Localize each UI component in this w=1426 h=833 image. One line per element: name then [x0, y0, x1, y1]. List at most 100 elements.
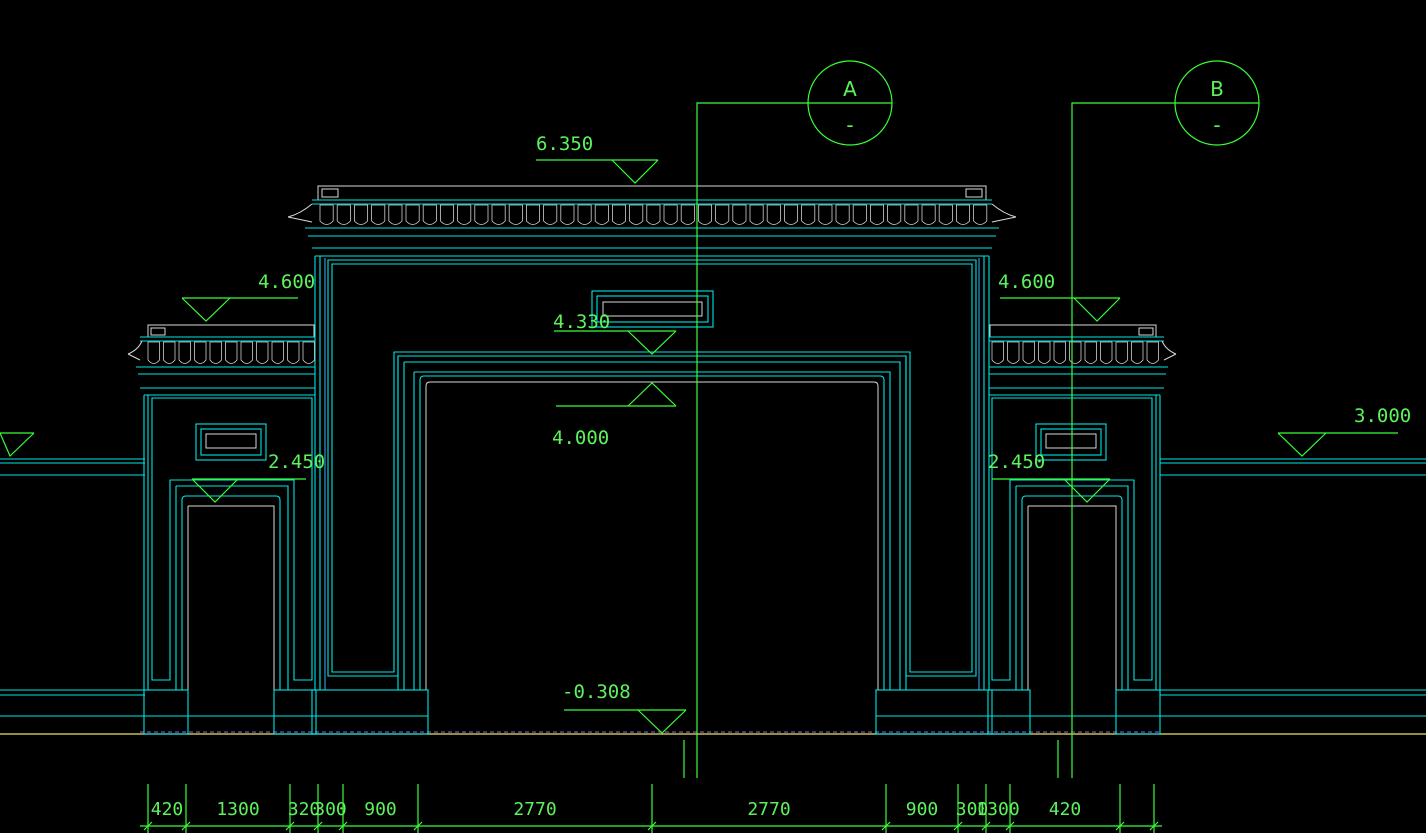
section-marker-a: A - — [683, 60, 893, 778]
dimension-slash — [1149, 821, 1159, 831]
right-side-gate — [987, 324, 1177, 735]
elevation-mark-3000: 3.000 — [1277, 405, 1411, 457]
dimension-slash — [181, 821, 191, 831]
dimension-slash — [1005, 821, 1015, 831]
left-roof-tiles — [147, 341, 315, 364]
roof-tile — [594, 204, 609, 225]
roof-tile — [1022, 341, 1035, 364]
roof-tile — [835, 204, 850, 225]
roof-tile — [801, 204, 816, 225]
dimension-label: 420 — [1049, 799, 1082, 820]
elevation-mark-6350: 6.350 — [536, 133, 659, 184]
roof-tile — [921, 204, 936, 225]
section-a-letter: A — [843, 77, 857, 101]
left-side-gate — [127, 324, 317, 735]
dimension-label: 1300 — [976, 799, 1019, 820]
roof-tile — [887, 204, 902, 225]
roof-tile — [388, 204, 403, 225]
dimension-slash — [413, 821, 423, 831]
dimension-label: 320 — [288, 799, 321, 820]
section-b-sub: - — [1213, 113, 1220, 137]
roof-tile — [956, 204, 970, 225]
roof-tile — [287, 341, 300, 364]
roof-tile — [646, 204, 661, 225]
dimension-slash — [338, 821, 348, 831]
dimension-label: 2770 — [513, 799, 556, 820]
roof-tile — [577, 204, 592, 225]
roof-tile — [1069, 341, 1082, 364]
elevation-mark-ground: -0.308 — [562, 681, 687, 734]
roof-tile — [405, 204, 420, 225]
roof-tile — [973, 204, 988, 225]
elevation-label: 4.330 — [553, 311, 610, 333]
elevation-label: 2.450 — [988, 451, 1045, 473]
section-a-sub: - — [846, 113, 853, 137]
roof-tile — [1038, 341, 1051, 364]
elevation-label: -0.308 — [562, 681, 631, 703]
roof-tile — [422, 204, 437, 225]
elevation-mark-2450-left: 2.450 — [191, 451, 325, 503]
roof-tile — [1100, 341, 1113, 364]
dimension-slash — [313, 821, 323, 831]
elevation-label: 3.000 — [1354, 405, 1411, 427]
dimension-label: 900 — [906, 799, 939, 820]
roof-tile — [271, 341, 284, 364]
main-gate-roof — [287, 185, 1017, 257]
roof-tile — [629, 204, 644, 225]
roof-tile — [526, 204, 540, 225]
dimension-slash — [981, 821, 991, 831]
roof-tile — [904, 204, 919, 225]
dimension-slash — [1115, 821, 1125, 831]
elevation-label: 4.600 — [998, 271, 1055, 293]
section-b-letter: B — [1210, 77, 1224, 101]
roof-tile — [1146, 341, 1159, 364]
roof-tile — [612, 204, 626, 225]
roof-tile — [194, 341, 207, 364]
roof-tile — [749, 204, 764, 225]
roof-tile — [209, 341, 222, 364]
roof-tile — [1131, 341, 1144, 364]
roof-tile — [784, 204, 798, 225]
section-marker-b: B - — [1057, 60, 1260, 778]
elevation-mark-4330: 4.330 — [553, 311, 677, 355]
dimension-label: 900 — [364, 799, 397, 820]
roof-tile — [991, 341, 1004, 364]
roof-tile — [474, 204, 489, 225]
ground-line — [0, 731, 1426, 735]
roof-tile — [336, 204, 351, 225]
roof-tile — [440, 204, 454, 225]
dimension-label: 1300 — [216, 799, 259, 820]
roof-tile — [371, 204, 386, 225]
elevation-mark-2450-right: 2.450 — [988, 451, 1111, 503]
roof-tile — [1084, 341, 1097, 364]
dimension-slash — [953, 821, 963, 831]
elevation-label: 2.450 — [268, 451, 325, 473]
roof-tile — [715, 204, 730, 225]
roof-tile — [852, 204, 867, 225]
dimension-slash — [143, 821, 153, 831]
roof-tile — [491, 204, 506, 225]
dimension-slash — [647, 821, 657, 831]
roof-tile — [732, 204, 747, 225]
roof-tile — [457, 204, 472, 225]
elevation-mark-left-edge — [0, 432, 35, 458]
roof-tile — [698, 204, 712, 225]
roof-tile — [680, 204, 695, 225]
main-roof-tiles — [319, 204, 988, 225]
roof-tile — [663, 204, 678, 225]
roof-tile — [870, 204, 884, 225]
main-gate-body — [311, 256, 993, 735]
roof-tile — [163, 341, 176, 364]
elevation-label: 4.600 — [258, 271, 315, 293]
elevation-mark-4000: 4.000 — [552, 382, 677, 449]
roof-tile — [818, 204, 833, 225]
roof-tile — [319, 204, 334, 225]
left-boundary-wall — [0, 458, 145, 717]
roof-tile — [225, 341, 238, 364]
roof-tile — [543, 204, 558, 225]
roof-tile — [147, 341, 160, 364]
roof-tile — [508, 204, 523, 225]
dimension-slash — [285, 821, 295, 831]
right-roof-tiles — [991, 341, 1159, 364]
